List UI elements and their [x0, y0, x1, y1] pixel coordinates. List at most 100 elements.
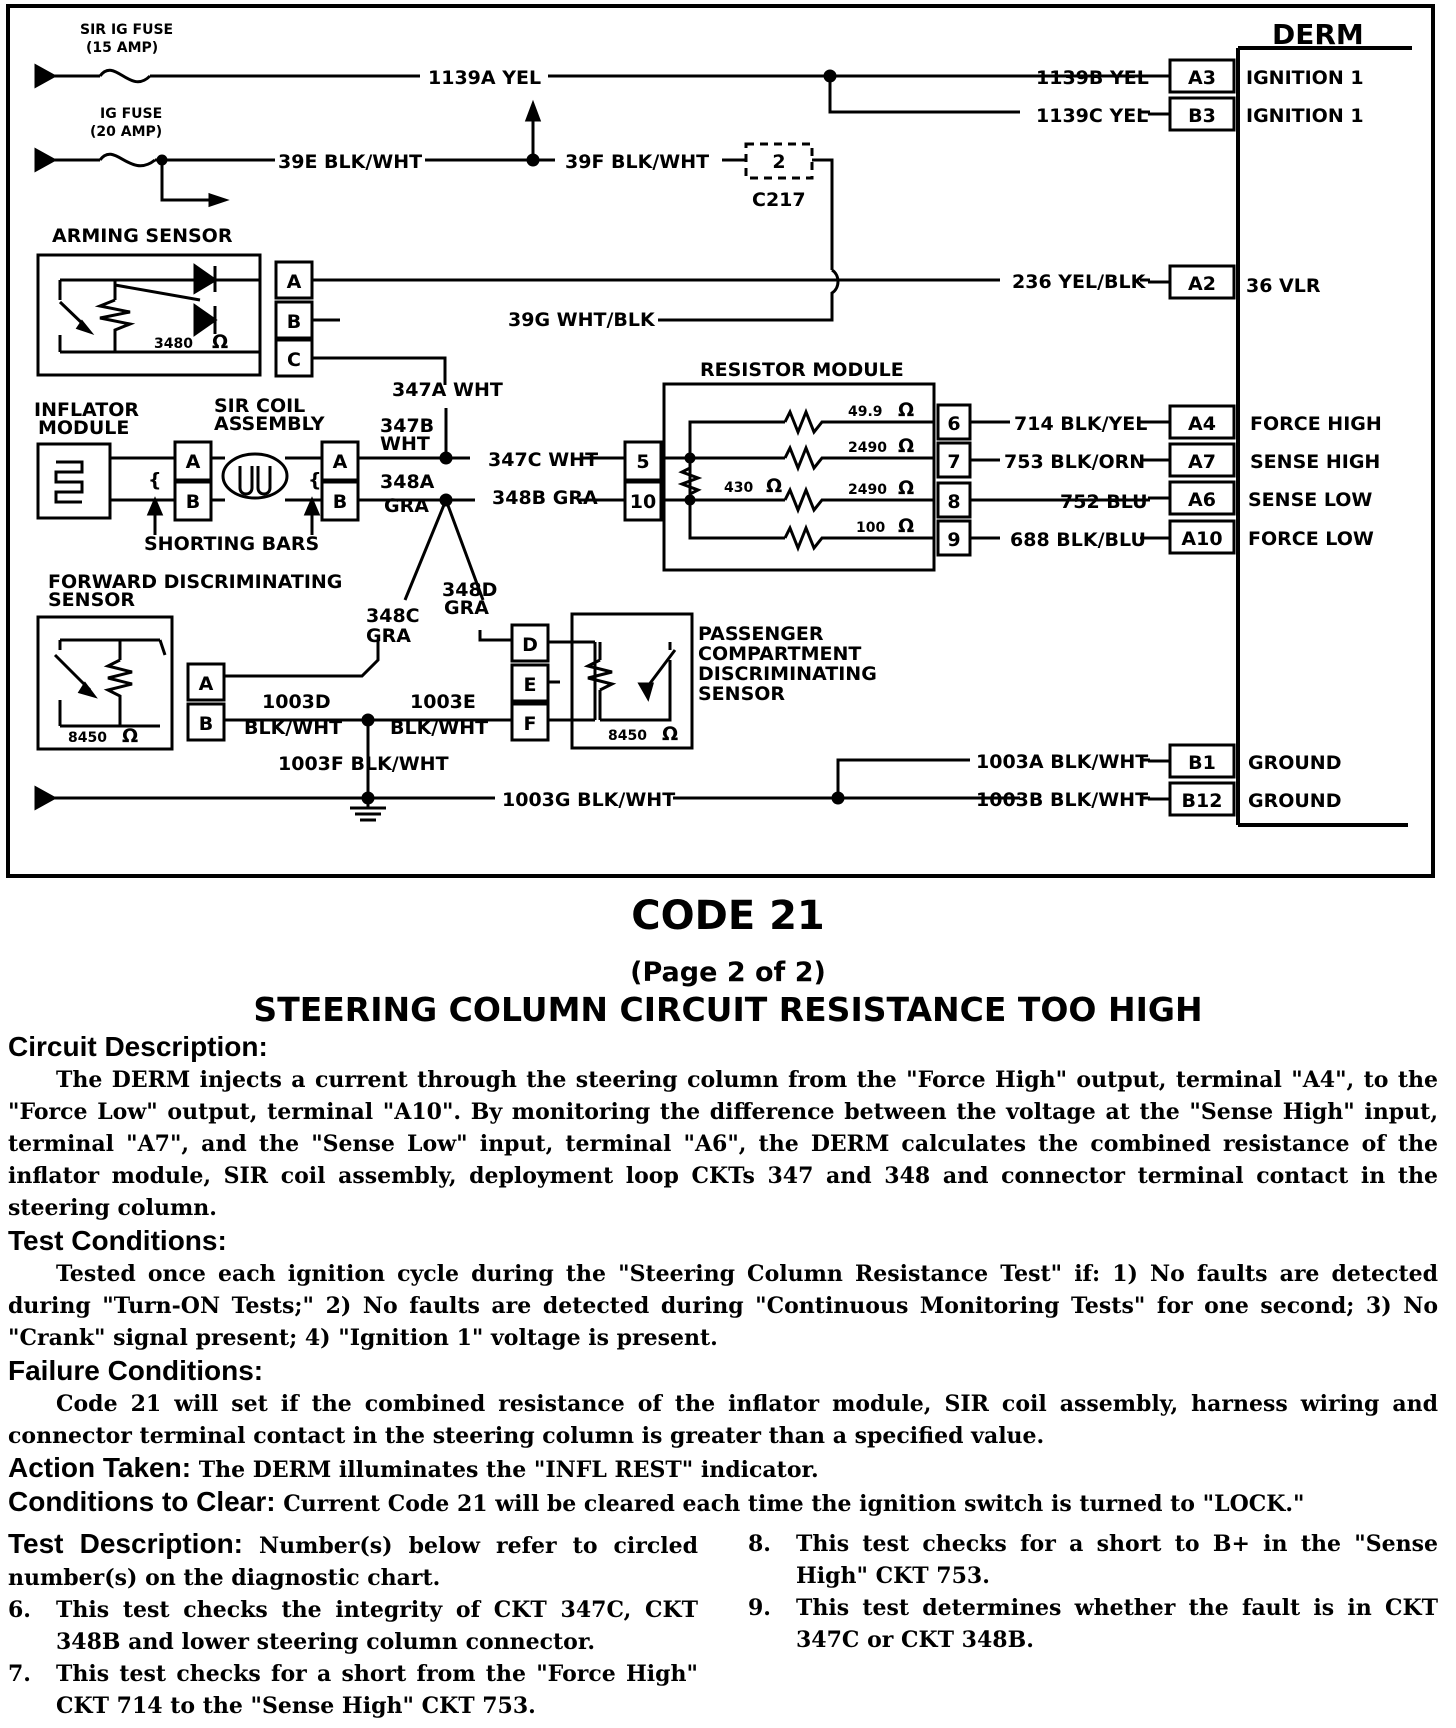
resistor-pin-8: 8 [947, 491, 960, 513]
test-description-left: Test Description: Number(s) below refer … [8, 1528, 698, 1722]
derm-name-a7: SENSE HIGH [1250, 451, 1380, 473]
wire-236: 236 YEL/BLK [1012, 271, 1147, 293]
passenger-sensor-title-3: DISCRIMINATING [698, 663, 877, 685]
test-item-text: This test checks for a short from the "F… [56, 1661, 698, 1719]
inflator-pin-b: B [186, 491, 200, 513]
resistor-ohm-2: Ω [898, 435, 914, 457]
failure-conditions-heading: Failure Conditions: [8, 1355, 264, 1386]
test-description: Test Description: Number(s) below refer … [8, 1528, 1438, 1722]
wire-1003e-color: BLK/WHT [390, 717, 488, 739]
arming-sensor-title: ARMING SENSOR [52, 225, 233, 247]
wire-1003e: 1003E [410, 691, 476, 713]
forward-sensor-title-2: SENSOR [48, 589, 135, 611]
derm-name-b1: GROUND [1248, 752, 1341, 774]
derm-pin-a2: A2 [1188, 273, 1216, 295]
inflator-module-box [36, 442, 112, 520]
document-title: STEERING COLUMN CIRCUIT RESISTANCE TOO H… [253, 990, 1203, 1029]
passenger-sensor-box [570, 612, 694, 750]
coil-pin-a: A [333, 451, 348, 473]
derm-pin-b12: B12 [1182, 790, 1223, 812]
conditions-to-clear: Conditions to Clear: Current Code 21 wil… [8, 1486, 1438, 1520]
wire-752: 752 BLU [1060, 491, 1148, 513]
resistor-ohm-4: Ω [898, 515, 914, 537]
derm-name-b3: IGNITION 1 [1246, 105, 1364, 127]
ig-fuse-label: IG FUSE [100, 106, 162, 122]
resistor-module-title: RESISTOR MODULE [700, 359, 904, 381]
forward-sensor-box [36, 615, 174, 751]
wire-753: 753 BLK/ORN [1004, 451, 1145, 473]
derm-name-a6: SENSE LOW [1248, 489, 1372, 511]
resistor-value-3: 2490 [848, 482, 887, 498]
wire-348b: 348B GRA [492, 487, 598, 509]
circuit-description-text: The DERM injects a current through the s… [8, 1067, 1438, 1221]
wire-348c-color: GRA [366, 625, 411, 647]
test-conditions-heading: Test Conditions: [8, 1225, 227, 1256]
derm-pin-a4: A4 [1188, 413, 1216, 435]
sir-coil-title-1: SIR COIL [214, 395, 305, 417]
derm-name-b12: GROUND [1248, 790, 1341, 812]
resistor-pin-5: 5 [636, 451, 649, 473]
shorting-bar-brace-2: { [308, 469, 322, 491]
passenger-sensor-title-4: SENSOR [698, 683, 785, 705]
wire-347b: 347B [380, 415, 434, 437]
description-sections: Circuit Description: The DERM injects a … [8, 1030, 1438, 1722]
resistor-pin-7: 7 [947, 451, 960, 473]
passenger-pin-e: E [524, 674, 537, 696]
wiring-diagram: DERM SIR IG FUSE (15 AMP) IG FUSE (20 AM… [6, 4, 1435, 878]
wire-1139a: 1139A YEL [428, 67, 541, 89]
document-body: CODE 21 (Page 2 of 2) STEERING COLUMN CI… [0, 885, 1456, 1728]
derm-pin-a10: A10 [1181, 528, 1222, 550]
forward-pin-a: A [199, 673, 214, 695]
arming-pin-c: C [287, 349, 301, 371]
test-item-text: This test checks for a short to B+ in th… [796, 1531, 1438, 1589]
wire-1003a: 1003A BLK/WHT [976, 751, 1148, 773]
resistor-pin-9: 9 [947, 529, 960, 551]
wire-347b-color: WHT [380, 433, 430, 455]
resistor-value-2: 2490 [848, 440, 887, 456]
resistor-value-4: 100 [856, 520, 885, 536]
forward-ohm: Ω [122, 725, 138, 747]
resistor-ohm-3: Ω [898, 477, 914, 499]
connector-c217 [744, 142, 814, 180]
wire-714: 714 BLK/YEL [1014, 413, 1147, 435]
arming-pin-a: A [287, 271, 302, 293]
wire-1139b: 1139B YEL [1036, 67, 1149, 89]
derm-name-a4: FORCE HIGH [1250, 413, 1382, 435]
sir-ig-fuse-symbol [98, 68, 152, 84]
wire-347c: 347C WHT [488, 449, 598, 471]
shorting-bar-brace-1: { [148, 469, 162, 491]
resistor-pin-6: 6 [947, 413, 960, 435]
derm-name-a10: FORCE LOW [1248, 528, 1374, 550]
passenger-resistance: 8450 [608, 728, 647, 744]
wire-1139c: 1139C YEL [1036, 105, 1148, 127]
derm-pin-b1: B1 [1188, 752, 1216, 774]
inflator-pin-a: A [186, 451, 201, 473]
test-item-7: 7. This test checks for a short from the… [8, 1658, 698, 1722]
wire-1003d-color: BLK/WHT [244, 717, 342, 739]
c217-pin: 2 [772, 151, 785, 173]
wire-348d: 348D [442, 579, 497, 601]
resistor-pin-10: 10 [630, 491, 656, 513]
derm-pin-b3: B3 [1188, 105, 1216, 127]
forward-resistance: 8450 [68, 730, 107, 746]
test-item-number: 6. [8, 1597, 31, 1623]
ig-fuse-symbol [98, 152, 156, 168]
c217-label: C217 [752, 189, 806, 211]
resistor-value-1: 49.9 [848, 404, 883, 420]
coil-pin-b: B [333, 491, 347, 513]
ig-fuse-rating: (20 AMP) [90, 124, 162, 140]
wire-348c: 348C [366, 605, 420, 627]
arming-ohm: Ω [212, 331, 228, 353]
forward-pin-b: B [199, 713, 213, 735]
conditions-to-clear-heading: Conditions to Clear: [8, 1486, 276, 1517]
test-description-heading: Test Description: [8, 1528, 243, 1559]
code-title: CODE 21 [631, 893, 825, 939]
forward-sensor-title-1: FORWARD DISCRIMINATING [48, 571, 342, 593]
wire-1003f: 1003F BLK/WHT [278, 753, 449, 775]
test-item-number: 9. [748, 1595, 771, 1621]
derm-pin-a6: A6 [1188, 489, 1216, 511]
shorting-bars-label: SHORTING BARS [144, 533, 319, 555]
derm-box [1236, 46, 1412, 827]
arming-pin-b: B [287, 311, 301, 333]
passenger-sensor-title-2: COMPARTMENT [698, 643, 861, 665]
